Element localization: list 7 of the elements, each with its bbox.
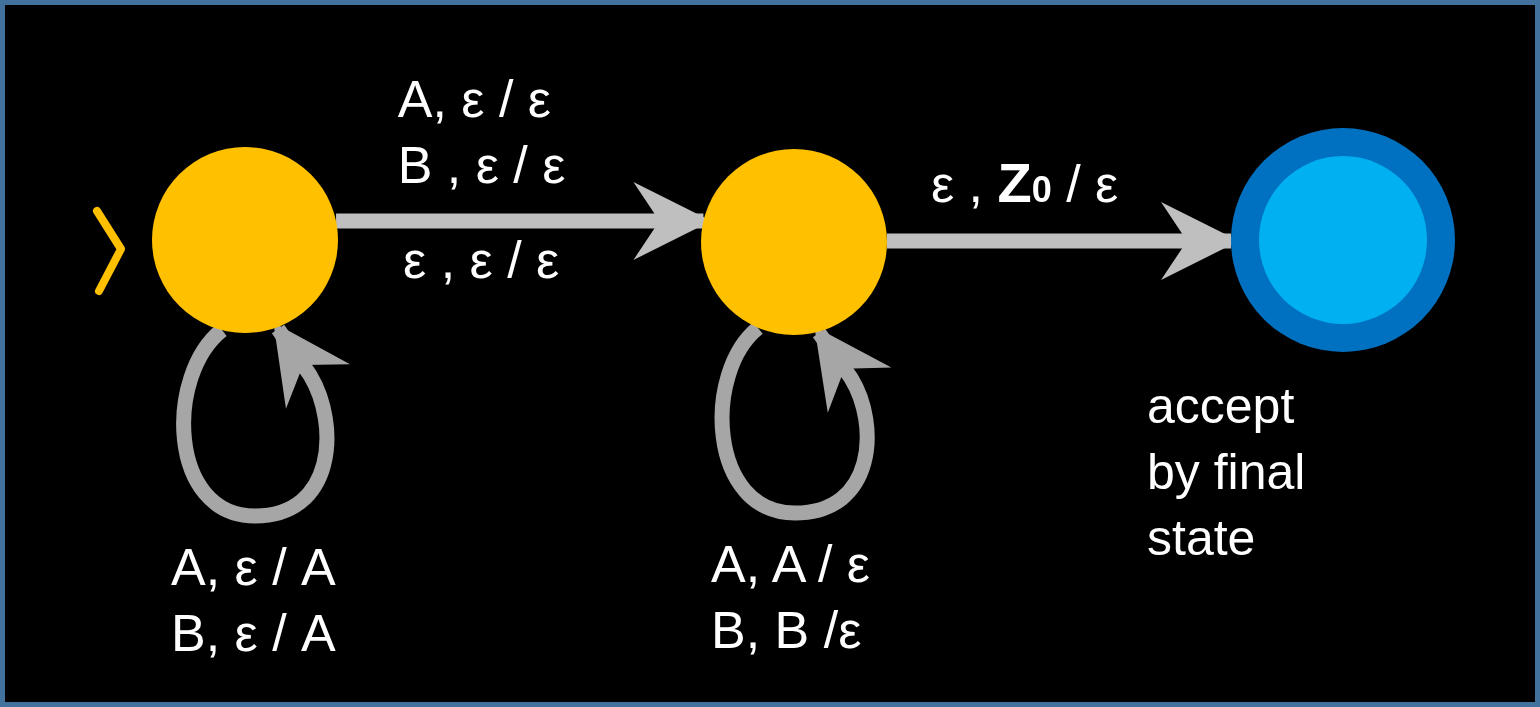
self-loop-arrow	[714, 322, 892, 521]
self-loop-arrow	[176, 322, 350, 524]
edge-label: A, ε / A B, ε / A	[171, 537, 337, 664]
transition-label: ε , ε / ε	[403, 231, 560, 289]
state-caption: accept by final state	[1147, 377, 1307, 568]
edge-label: A, ε / ε B , ε / ε	[397, 69, 567, 196]
edge-label: A, A / ε B, B /ε	[711, 534, 872, 661]
